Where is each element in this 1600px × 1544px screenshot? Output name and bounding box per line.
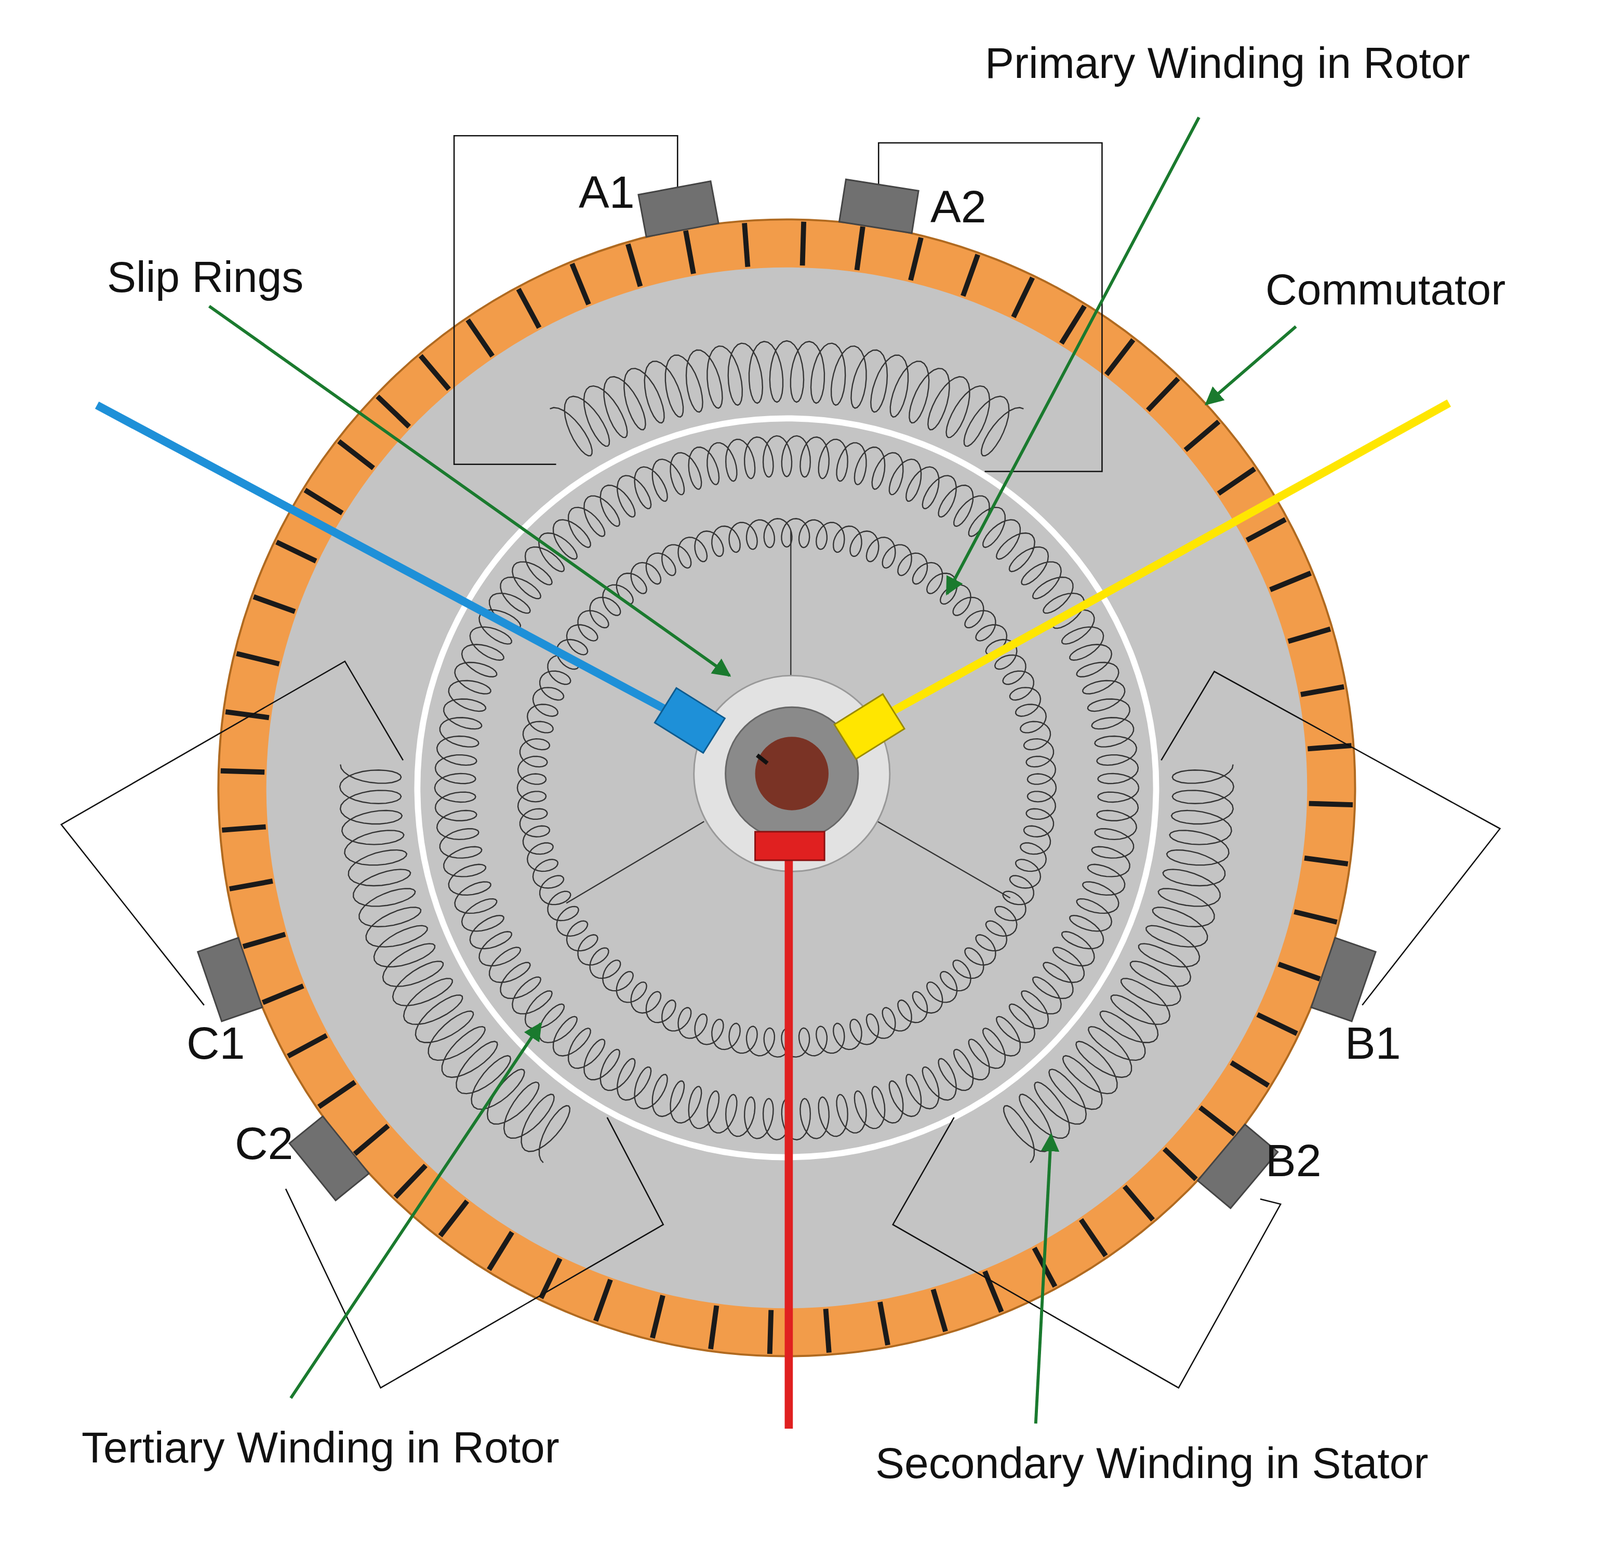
- segment-line: [243, 934, 286, 947]
- segment-line: [769, 1310, 772, 1354]
- segment-line: [1278, 964, 1320, 979]
- carbon-brush: [839, 179, 919, 234]
- segment-line: [518, 288, 540, 328]
- segment-line: [571, 263, 589, 305]
- yellow-brush: [834, 694, 905, 759]
- segment-line: [628, 244, 641, 287]
- segment-line: [1309, 803, 1353, 806]
- carbon-brush: [1311, 937, 1376, 1022]
- terminal-label: B2: [1265, 1137, 1322, 1184]
- blue-lead: [97, 405, 679, 717]
- segment-line: [932, 1289, 946, 1332]
- segment-line: [744, 222, 748, 267]
- part-label: Primary Winding in Rotor: [984, 41, 1471, 85]
- segment-line: [420, 355, 450, 390]
- segment-line: [395, 1165, 426, 1197]
- part-label: Slip Rings: [107, 255, 304, 299]
- part-label: Tertiary Winding in Rotor: [81, 1425, 560, 1470]
- segment-line: [880, 1301, 888, 1345]
- segment-line: [377, 396, 410, 427]
- terminal-label: A2: [930, 183, 987, 230]
- shaft-key: [757, 755, 768, 764]
- segment-line: [354, 1125, 389, 1155]
- segment-line: [318, 1082, 356, 1108]
- part-label: Commutator: [1265, 267, 1506, 312]
- segment-line: [253, 596, 296, 612]
- segment-line: [963, 254, 978, 297]
- coil: [550, 340, 1024, 456]
- carbon-brush: [638, 181, 719, 237]
- segment-line: [1218, 468, 1255, 494]
- segment-line: [825, 1308, 830, 1353]
- segment-line: [488, 1232, 512, 1270]
- segment-line: [857, 226, 863, 271]
- segment-line: [1200, 1107, 1235, 1135]
- segment-line: [1185, 421, 1219, 451]
- segment-line: [276, 541, 316, 562]
- brush-wires: [61, 135, 1501, 1388]
- segment-line: [287, 1035, 327, 1057]
- terminal-label: C2: [234, 1120, 294, 1167]
- segment-line: [652, 1295, 663, 1338]
- segment-line: [467, 320, 493, 357]
- segment-line: [236, 653, 279, 664]
- segment-line: [540, 1258, 560, 1299]
- terminal-label: B1: [1344, 1020, 1402, 1066]
- segment-line: [1148, 378, 1179, 411]
- segment-line: [338, 441, 374, 469]
- carbon-brush: [289, 1116, 369, 1201]
- carbon-brush: [197, 937, 263, 1022]
- red-brush: [755, 831, 825, 861]
- spokes: [566, 530, 1010, 903]
- segment-line: [710, 1305, 717, 1350]
- coil: [1003, 764, 1234, 1163]
- segment-line: [595, 1279, 611, 1322]
- segment-line: [1304, 858, 1349, 864]
- segment-line: [220, 770, 265, 773]
- segment-line: [1307, 745, 1352, 749]
- segment-line: [221, 827, 266, 831]
- segment-line: [304, 489, 343, 513]
- segment-line: [1231, 1062, 1269, 1086]
- segment-line: [910, 237, 922, 280]
- segment-line: [229, 881, 273, 889]
- segment-line: [1300, 686, 1344, 695]
- segment-line: [440, 1201, 468, 1236]
- segment-line: [1081, 1219, 1106, 1256]
- leader-arrows: [209, 117, 1297, 1424]
- slip-ring-outer: [694, 675, 890, 872]
- segment-line: [1124, 1186, 1154, 1220]
- terminal-label: A1: [578, 169, 635, 216]
- shaft: [755, 736, 829, 810]
- terminal-label: C1: [186, 1020, 246, 1066]
- segment-line: [1106, 339, 1134, 375]
- segment-line: [685, 230, 694, 274]
- blue-brush: [654, 687, 725, 753]
- segment-line: [1164, 1149, 1196, 1180]
- part-label: Secondary Winding in Stator: [875, 1441, 1429, 1485]
- segment-line: [1270, 572, 1311, 590]
- segment-line: [1246, 519, 1286, 541]
- segment-line: [1013, 277, 1033, 317]
- coil: [339, 764, 570, 1163]
- segment-line: [1257, 1014, 1298, 1034]
- red-lead: [784, 857, 794, 1429]
- segment-line: [1288, 629, 1331, 642]
- segment-line: [984, 1271, 1002, 1312]
- segment-line: [1294, 911, 1337, 923]
- segment-line: [802, 221, 805, 266]
- segment-line: [262, 985, 304, 1003]
